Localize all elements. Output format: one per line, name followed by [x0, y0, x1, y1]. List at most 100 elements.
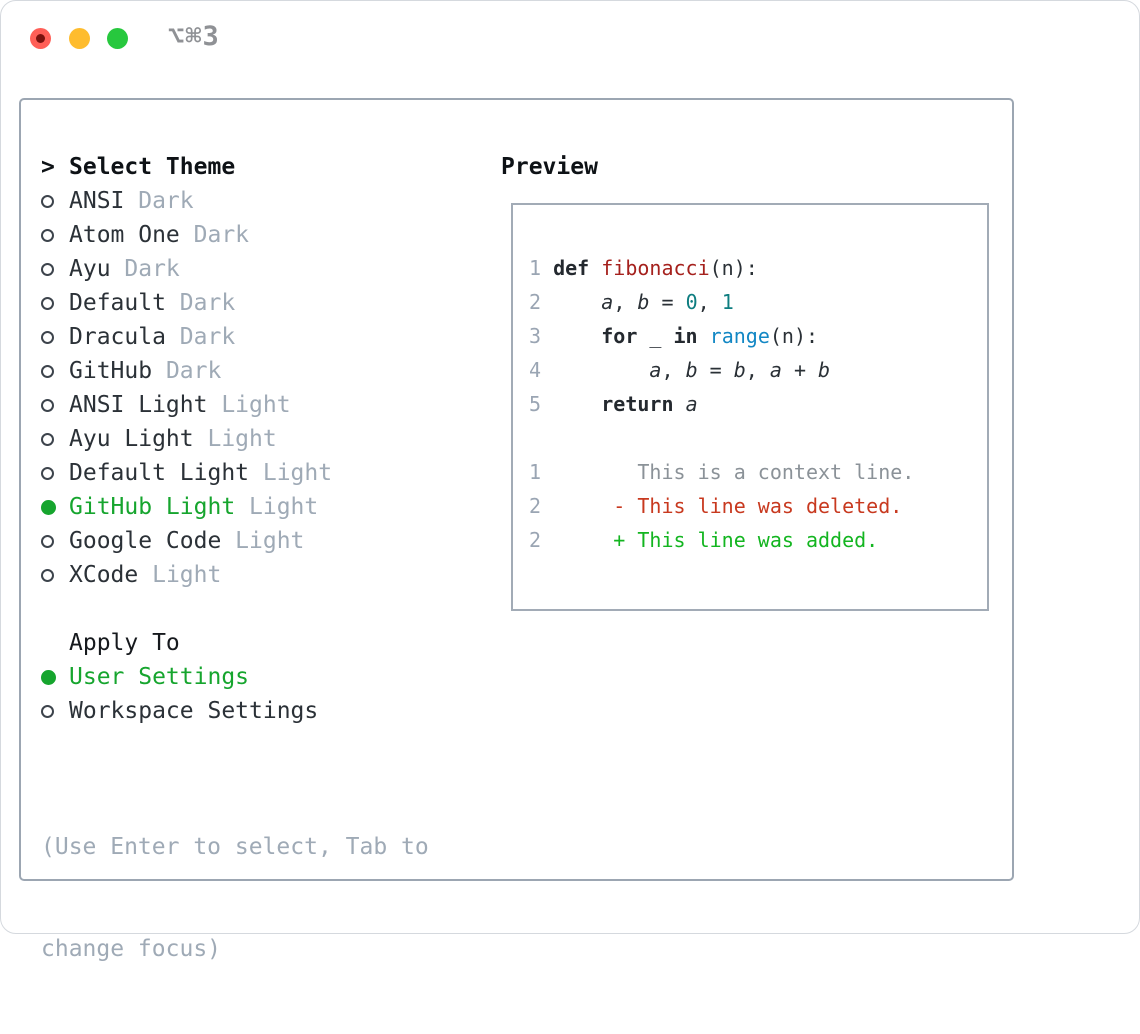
window-title-shortcut: ⌥⌘3 — [168, 21, 220, 52]
code-token: _ — [637, 324, 674, 348]
close-button[interactable] — [30, 28, 51, 49]
theme-option[interactable]: XCode Light — [41, 558, 429, 592]
prompt-icon: > — [41, 154, 55, 180]
theme-variant: Light — [152, 562, 222, 588]
code-token: range — [709, 324, 770, 348]
code-token: = — [697, 358, 734, 382]
apply-option[interactable]: Workspace Settings — [41, 694, 429, 728]
line-number: 5 — [529, 392, 554, 416]
code-token — [553, 392, 601, 416]
spacer-row — [41, 728, 429, 762]
theme-option[interactable]: GitHub Light Light — [41, 490, 429, 524]
line-number: 3 — [529, 324, 554, 348]
line-number: 1 — [529, 256, 554, 280]
section-title: Apply To — [69, 630, 180, 656]
theme-dialog-panel: > Select Theme ANSI Dark Atom One Dark A… — [19, 98, 1014, 962]
spacer-row — [41, 592, 429, 626]
zoom-button[interactable] — [107, 28, 128, 49]
apply-option-label: Workspace Settings — [69, 698, 319, 724]
code-token: def — [553, 256, 602, 280]
theme-name: Dracula — [69, 324, 166, 350]
preview-line: 4 a, b = b, a + b — [529, 353, 979, 387]
theme-list: ANSI Dark Atom One Dark Ayu Dark Default… — [41, 184, 429, 592]
theme-option[interactable]: GitHub Dark — [41, 354, 429, 388]
radio-icon — [41, 704, 54, 718]
theme-option[interactable]: Google Code Light — [41, 524, 429, 558]
theme-option[interactable]: Default Dark — [41, 286, 429, 320]
theme-option[interactable]: Ayu Light Light — [41, 422, 429, 456]
line-number: 2 — [529, 494, 554, 518]
hint-line-1: (Use Enter to select, Tab to — [41, 834, 429, 860]
gutter — [41, 398, 69, 412]
preview-line: 1 This is a context line. — [529, 455, 979, 489]
theme-option[interactable]: Default Light Light — [41, 456, 429, 490]
apply-option[interactable]: User Settings — [41, 660, 429, 694]
preview-line: 5 return a — [529, 387, 979, 421]
theme-option[interactable]: ANSI Dark — [41, 184, 429, 218]
gutter — [41, 466, 69, 480]
theme-variant: Dark — [179, 290, 236, 316]
theme-option[interactable]: Ayu Dark — [41, 252, 429, 286]
theme-option[interactable]: Dracula Dark — [41, 320, 429, 354]
code-token: a — [685, 392, 698, 416]
code-token — [674, 392, 686, 416]
code-token: b — [637, 290, 650, 314]
radio-icon — [41, 296, 54, 310]
code-token: for — [601, 324, 638, 348]
gutter — [41, 228, 69, 242]
theme-variant: Dark — [179, 324, 236, 350]
gutter — [41, 499, 69, 515]
code-token: 0 — [685, 290, 698, 314]
radio-icon — [41, 466, 54, 480]
theme-variant: Light — [207, 426, 277, 452]
theme-option[interactable]: Atom One Dark — [41, 218, 429, 252]
code-token: + — [781, 358, 819, 382]
theme-variant: Light — [235, 528, 305, 554]
code-token: (n): — [709, 256, 758, 280]
gutter — [41, 296, 69, 310]
code-token: (n): — [769, 324, 819, 348]
gutter — [41, 330, 69, 344]
theme-name: Default — [69, 290, 166, 316]
theme-name: GitHub — [69, 358, 153, 384]
gutter — [41, 669, 69, 685]
hint-line-2: change focus) — [41, 936, 222, 962]
gutter — [41, 534, 69, 548]
code-token: b — [685, 358, 698, 382]
code-token — [698, 324, 710, 348]
apply-to-header: Apply To — [41, 626, 429, 660]
theme-name: ANSI — [69, 188, 125, 214]
theme-variant: Light — [221, 392, 291, 418]
preview-header: Preview — [501, 154, 598, 180]
code-token: = — [649, 290, 686, 314]
minimize-button[interactable] — [69, 28, 90, 49]
theme-variant: Dark — [124, 256, 180, 282]
code-token: b — [733, 358, 746, 382]
radio-icon — [41, 534, 54, 548]
code-token: a — [649, 358, 662, 382]
section-title: Select Theme — [69, 154, 236, 180]
keyboard-hint: (Use Enter to select, Tab to change focu… — [41, 762, 429, 1034]
code-token: , — [661, 358, 686, 382]
code-token: in — [673, 324, 698, 348]
radio-icon — [41, 398, 54, 412]
code-token — [553, 290, 601, 314]
radio-icon — [41, 568, 54, 582]
theme-variant: Dark — [138, 188, 194, 214]
code-token: fibonacci — [601, 256, 710, 280]
preview-blank-line — [529, 421, 979, 455]
line-number: 2 — [529, 290, 554, 314]
code-token: This is a context line. — [553, 460, 915, 484]
select-theme-header: > Select Theme — [41, 150, 429, 184]
theme-option[interactable]: ANSI Light Light — [41, 388, 429, 422]
code-token: b — [818, 358, 831, 382]
gutter — [41, 194, 69, 208]
code-token: a — [601, 290, 614, 314]
radio-icon — [41, 364, 54, 378]
theme-picker-column: > Select Theme ANSI Dark Atom One Dark A… — [41, 150, 429, 1034]
theme-name: GitHub Light — [69, 494, 236, 520]
apply-option-label: User Settings — [69, 664, 250, 690]
radio-icon — [41, 194, 54, 208]
gutter — [41, 364, 69, 378]
preview-line: 2 a, b = 0, 1 — [529, 285, 979, 319]
